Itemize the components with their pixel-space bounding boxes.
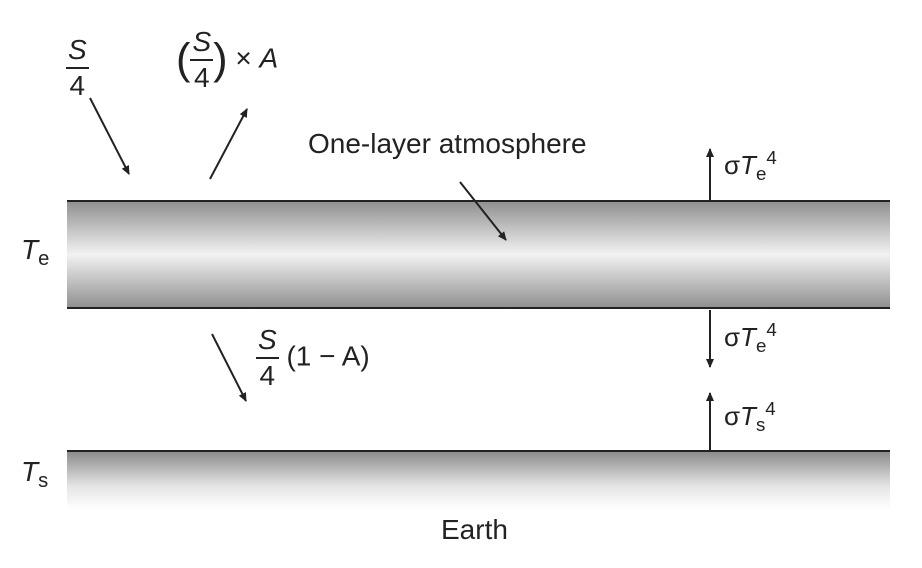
subscript: e <box>755 334 767 356</box>
albedo-symbol: A <box>259 42 279 74</box>
atmosphere-title: One-layer atmosphere <box>308 128 587 159</box>
reflected-numerator: S <box>190 28 214 61</box>
t-symbol: T <box>740 322 756 352</box>
earth-label: Earth <box>441 514 508 545</box>
transmitted-denominator: 4 <box>259 360 276 391</box>
solar-incoming-label: S 4 <box>66 36 89 100</box>
atmosphere-pointer-arrow <box>459 181 507 241</box>
reflected-label: ( S 4 ) × A <box>176 28 278 92</box>
sigma-symbol: σ <box>724 322 741 352</box>
te-symbol: T <box>21 234 39 265</box>
power: 4 <box>766 318 777 340</box>
left-paren: ( <box>176 35 191 84</box>
transmitted-numerator: S <box>256 326 279 359</box>
solar-incoming-arrow <box>89 97 130 175</box>
transmitted-factor: (1 − A) <box>286 340 370 372</box>
reflected-arrow <box>209 108 248 180</box>
transmitted-label: S 4 (1 − A) <box>256 326 370 390</box>
te-subscript: e <box>38 248 50 271</box>
downward-emission-label: σTe4 <box>724 318 777 356</box>
surface-emission-label: σTs4 <box>724 397 776 435</box>
sigma-symbol: σ <box>724 150 741 180</box>
t-symbol: T <box>740 401 756 431</box>
ts-subscript: s <box>38 470 49 493</box>
power: 4 <box>765 397 776 419</box>
subscript: e <box>755 162 767 184</box>
solar-in-numerator: S <box>66 36 89 69</box>
right-paren: ) <box>213 35 228 84</box>
atmosphere-layer <box>67 201 890 308</box>
reflected-denominator: 4 <box>194 62 210 93</box>
ts-symbol: T <box>21 456 39 487</box>
subscript: s <box>755 413 766 435</box>
times-symbol: × <box>235 42 252 74</box>
t-symbol: T <box>740 150 756 180</box>
earth-surface <box>67 451 890 509</box>
surface-temperature: Ts <box>21 456 48 492</box>
solar-in-denominator: 4 <box>69 70 86 101</box>
sigma-symbol: σ <box>724 401 741 431</box>
transmitted-arrow <box>211 333 247 402</box>
top-emission-label: σTe4 <box>724 146 777 184</box>
power: 4 <box>766 146 777 168</box>
atmosphere-temperature: Te <box>21 234 49 270</box>
